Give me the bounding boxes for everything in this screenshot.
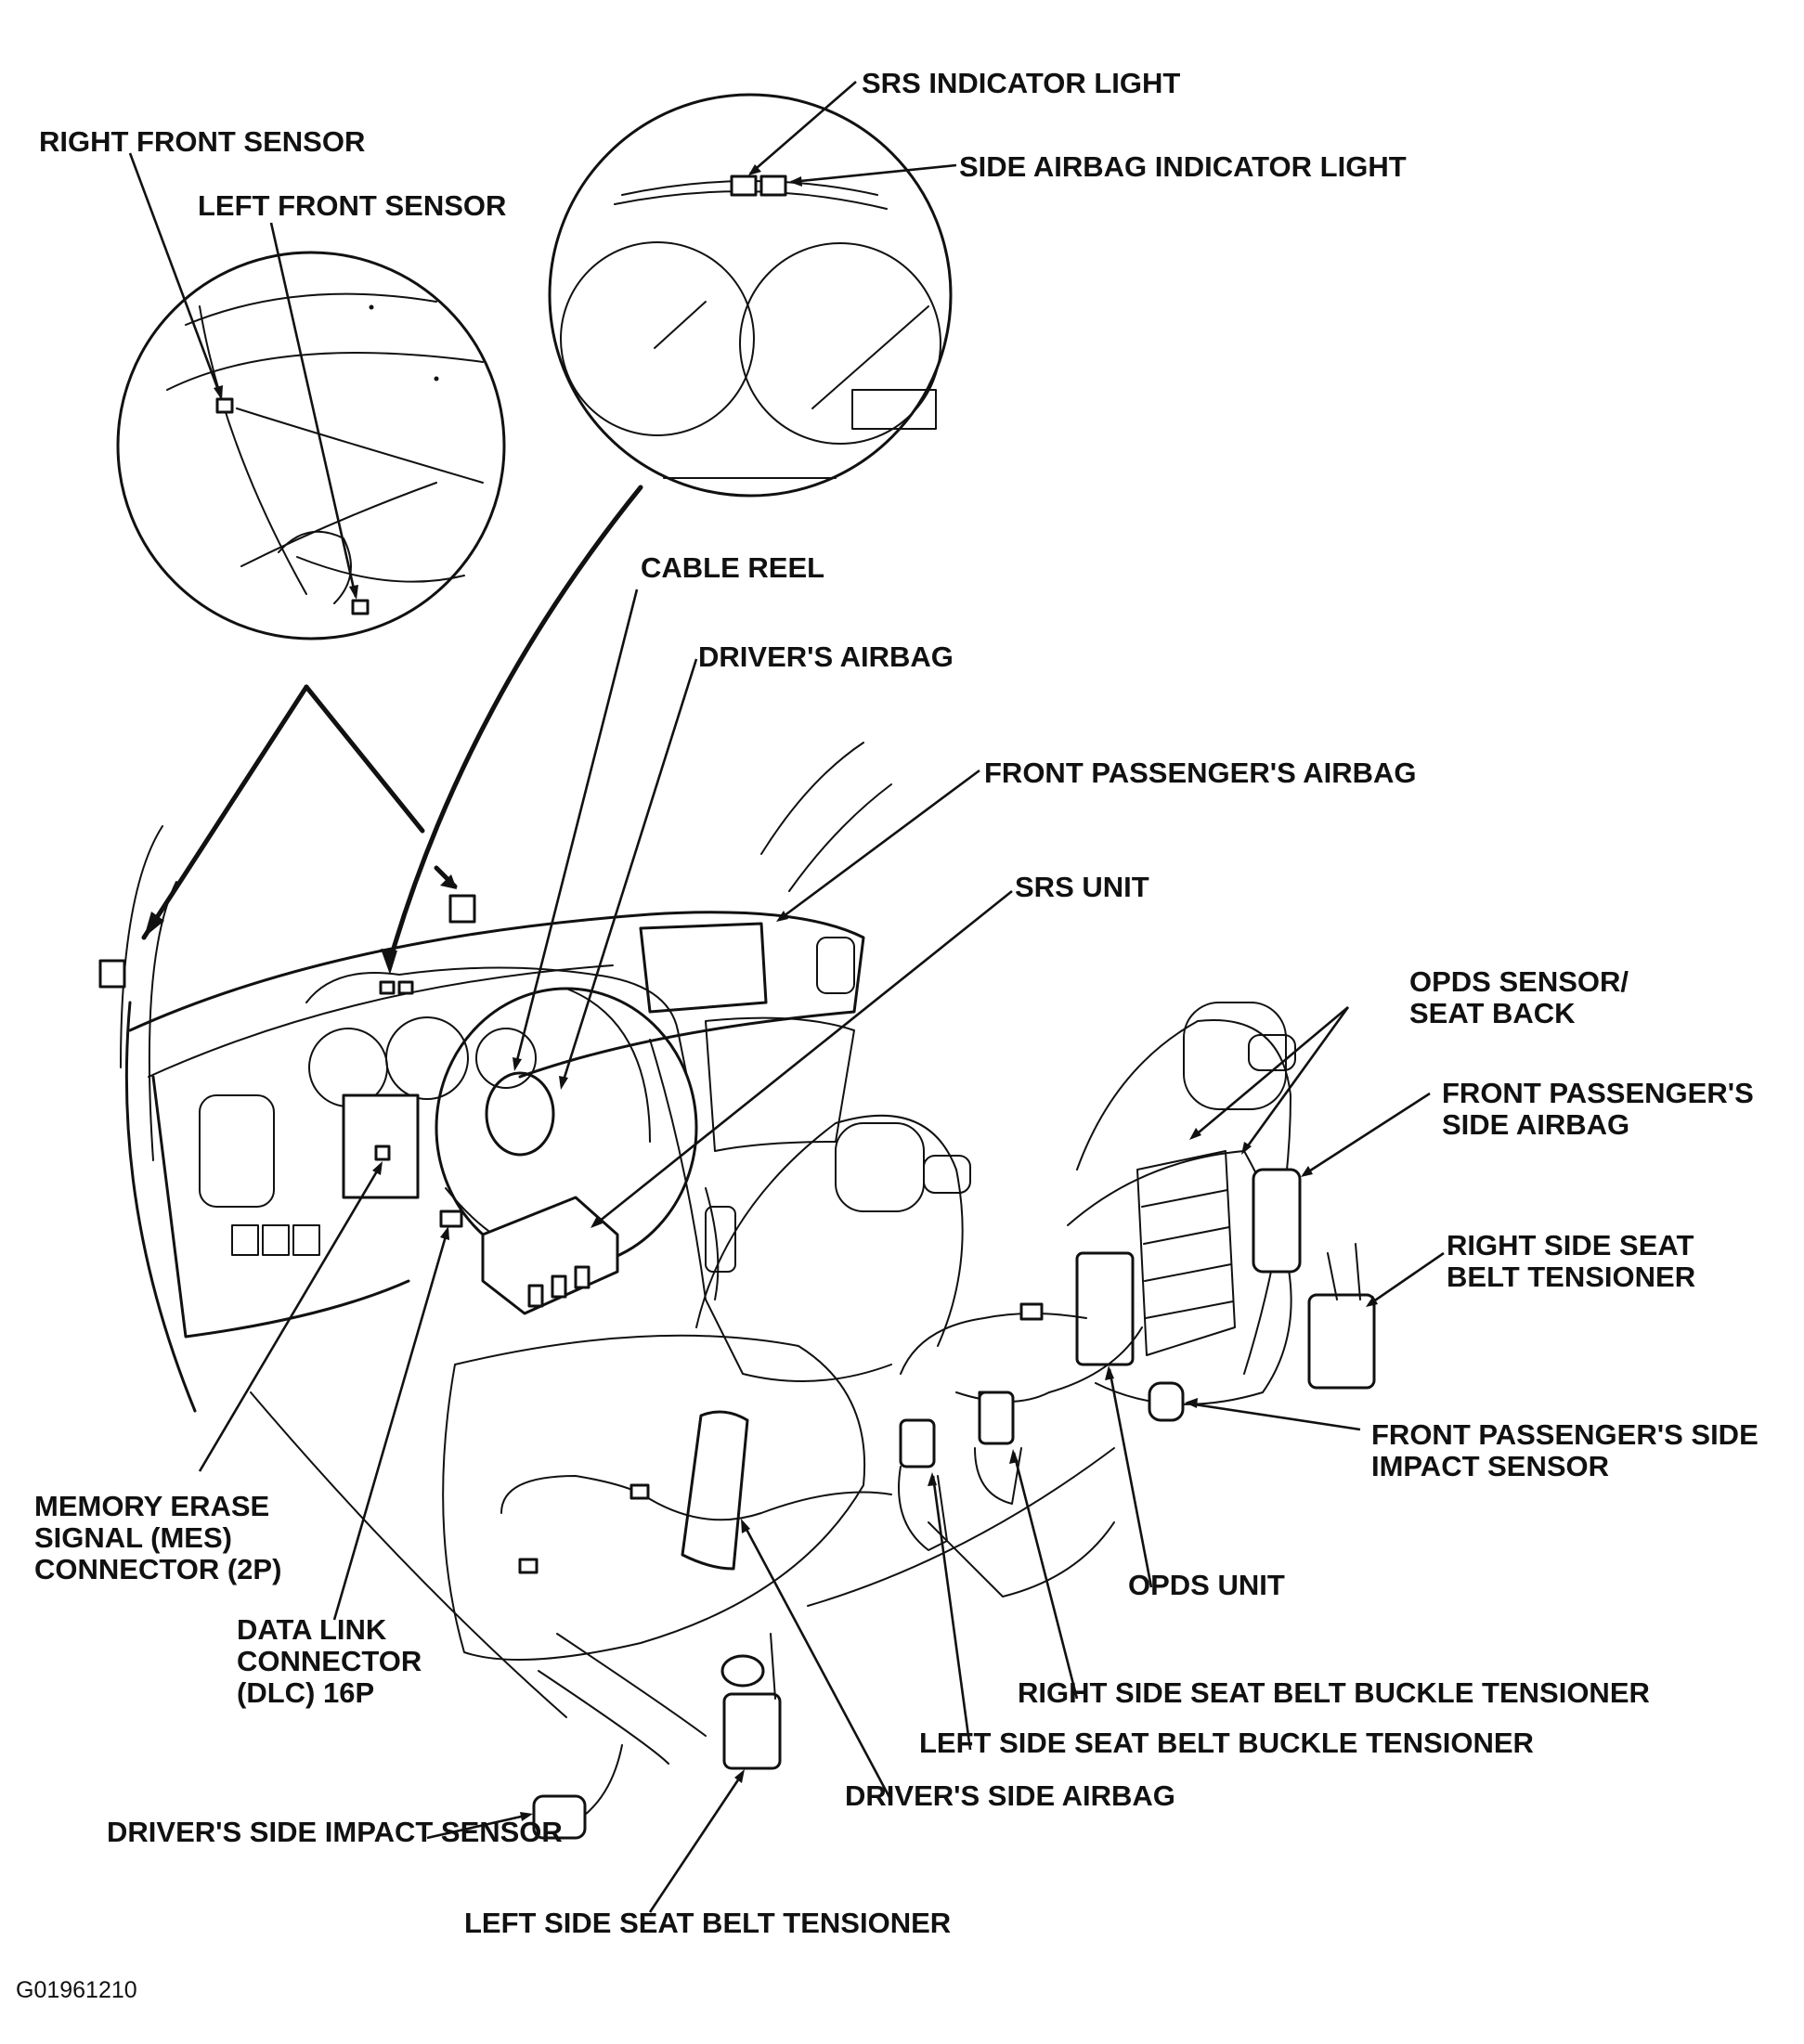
label-mes-line-1: MEMORY ERASE — [34, 1490, 269, 1522]
opds-unit-part — [1075, 1251, 1135, 1366]
label-srs-unit: SRS UNIT — [1015, 871, 1149, 903]
label-drivers-airbag: DRIVER'S AIRBAG — [698, 640, 954, 673]
side-airbag-indicator-light-part — [759, 175, 787, 197]
front-passenger-side-impact-sensor-part — [1148, 1381, 1185, 1422]
label-drivers-side-airbag: DRIVER'S SIDE AIRBAG — [845, 1779, 1175, 1812]
drivers-side-impact-sensor-part — [532, 1794, 587, 1840]
label-left-front-sensor: LEFT FRONT SENSOR — [198, 189, 506, 222]
opds-sensor-seat-back-part — [1136, 1150, 1236, 1356]
label-fp-side-airbag-line-2: SIDE AIRBAG — [1442, 1108, 1629, 1141]
label-rs-tensioner-line-2: BELT TENSIONER — [1447, 1261, 1695, 1293]
label-opds-unit: OPDS UNIT — [1128, 1569, 1285, 1601]
drivers-seat-drawing — [442, 1114, 971, 1840]
leader-lines — [128, 81, 1445, 1913]
label-rs-tensioner-line-1: RIGHT SIDE SEAT — [1447, 1229, 1694, 1261]
label-front-passengers-side-airbag: FRONT PASSENGER'S SIDE AIRBAG — [1442, 1077, 1761, 1141]
front-passenger-airbag-module — [639, 922, 768, 1014]
left-side-seat-belt-buckle-tensioner-part — [899, 1418, 936, 1468]
vehicle-interior-drawing — [98, 742, 1115, 1765]
label-opds-sensor-seat-back: OPDS SENSOR/ SEAT BACK — [1409, 965, 1637, 1029]
label-fp-impact-line-1: FRONT PASSENGER'S SIDE — [1371, 1418, 1759, 1451]
front-passenger-side-airbag-part — [1252, 1168, 1302, 1274]
dlc-connector-part — [439, 1210, 463, 1228]
label-srs-indicator-light: SRS INDICATOR LIGHT — [862, 67, 1180, 99]
passenger-seat-drawing — [898, 1002, 1376, 1598]
label-right-side-seat-belt-buckle-tensioner: RIGHT SIDE SEAT BELT BUCKLE TENSIONER — [1018, 1676, 1650, 1709]
right-side-seat-belt-buckle-tensioner-part — [978, 1391, 1015, 1445]
label-side-airbag-indicator-light: SIDE AIRBAG INDICATOR LIGHT — [959, 150, 1407, 183]
labels: SRS INDICATOR LIGHT SIDE AIRBAG INDICATO… — [16, 67, 1766, 2003]
srs-unit-part — [481, 1196, 619, 1315]
left-side-seat-belt-tensioner-part — [722, 1692, 782, 1770]
label-memory-erase-signal-connector: MEMORY ERASE SIGNAL (MES) CONNECTOR (2P) — [34, 1490, 281, 1585]
label-right-front-sensor: RIGHT FRONT SENSOR — [39, 125, 365, 158]
label-dlc-line-2: CONNECTOR — [237, 1645, 422, 1677]
drivers-side-airbag-part — [681, 1410, 749, 1571]
label-data-link-connector: DATA LINK CONNECTOR (DLC) 16P — [237, 1613, 430, 1709]
label-dlc-line-3: (DLC) 16P — [237, 1676, 374, 1709]
label-drivers-side-impact-sensor: DRIVER'S SIDE IMPACT SENSOR — [107, 1816, 563, 1848]
right-front-sensor-part — [215, 397, 234, 414]
label-mes-line-3: CONNECTOR (2P) — [34, 1553, 281, 1585]
label-left-side-seat-belt-tensioner: LEFT SIDE SEAT BELT TENSIONER — [464, 1907, 951, 1939]
label-opds-sensor-line-2: SEAT BACK — [1409, 997, 1576, 1029]
instrument-cluster-detail-inset — [381, 93, 953, 975]
left-front-sensor-part — [351, 599, 370, 615]
label-mes-line-2: SIGNAL (MES) — [34, 1521, 232, 1554]
srs-indicator-light-part — [730, 175, 758, 197]
label-front-passengers-side-impact-sensor: FRONT PASSENGER'S SIDE IMPACT SENSOR — [1371, 1418, 1766, 1482]
label-opds-sensor-line-1: OPDS SENSOR/ — [1409, 965, 1629, 998]
label-right-side-seat-belt-tensioner: RIGHT SIDE SEAT BELT TENSIONER — [1447, 1229, 1702, 1293]
label-left-side-seat-belt-buckle-tensioner: LEFT SIDE SEAT BELT BUCKLE TENSIONER — [919, 1727, 1534, 1759]
label-dlc-line-1: DATA LINK — [237, 1613, 387, 1646]
figure-id: G01961210 — [16, 1977, 137, 2003]
label-front-passengers-airbag: FRONT PASSENGER'S AIRBAG — [984, 757, 1417, 789]
front-sensor-detail-inset — [116, 251, 506, 940]
label-cable-reel: CABLE REEL — [641, 551, 824, 584]
right-side-seat-belt-tensioner-part — [1307, 1293, 1376, 1390]
label-fp-impact-line-2: IMPACT SENSOR — [1371, 1450, 1609, 1482]
label-fp-side-airbag-line-1: FRONT PASSENGER'S — [1442, 1077, 1754, 1109]
